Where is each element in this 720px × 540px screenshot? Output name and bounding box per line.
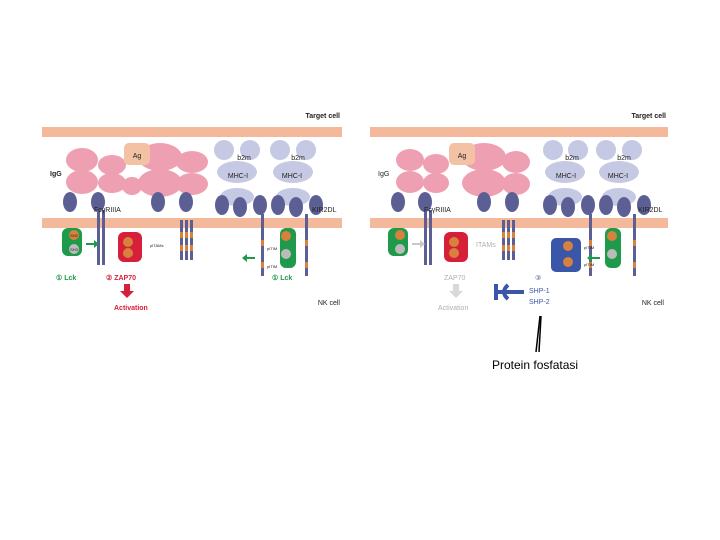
- pitim-label-2: pITIM: [267, 264, 277, 269]
- b2m-label-1: b2m: [237, 155, 251, 162]
- lck-kinase-kir: [280, 228, 296, 268]
- arrow-left-icon: [242, 254, 255, 262]
- sh3-label: SH3: [70, 247, 79, 252]
- pitim-label-2-right: pITIM: [584, 262, 594, 267]
- arrow-left-icon-right: [587, 254, 600, 262]
- arrow-right-icon: [86, 240, 99, 248]
- pitim-label-1-right: pITIM: [584, 245, 594, 250]
- arrow-down-icon-grey: [449, 284, 463, 298]
- igg-label-right: IgG: [378, 171, 389, 178]
- right-panel: Target cell NK cell Ag IgG b2m b2m: [370, 113, 668, 312]
- target-cell-membrane: [42, 127, 342, 137]
- mhc-label-2-right: MHC-I: [608, 173, 628, 180]
- target-cell-label-right: Target cell: [632, 113, 667, 120]
- step1b-label: ① Lck: [272, 274, 292, 282]
- zap70-kinase-right: [444, 232, 468, 262]
- step2-label: ② ZAP70: [106, 274, 136, 282]
- activation-label-right: Activation: [438, 305, 468, 312]
- lck-kinase-right: [388, 228, 408, 256]
- nk-cell-membrane-right: [370, 218, 668, 228]
- pitams-label: pITAMs: [150, 243, 163, 248]
- itam-segments: [180, 232, 308, 268]
- b2m-label-2: b2m: [291, 155, 305, 162]
- fc-receptor: [63, 192, 193, 265]
- igg-antigen-complex-right: [396, 143, 530, 197]
- caption-protein-fosfatasi: Protein fosfatasi: [492, 358, 578, 372]
- shp1-label: SHP-1: [529, 288, 550, 295]
- kir-label: KIR2DL: [312, 207, 337, 214]
- step3-label: ③: [535, 274, 541, 282]
- inhibition-curve: [502, 283, 510, 301]
- kir-label-right: KIR2DL: [638, 207, 663, 214]
- lck-kinase: SH2 SH3: [62, 228, 82, 256]
- nk-cell-label-right: NK cell: [642, 300, 665, 307]
- lck-kinase-kir-right: [605, 228, 621, 268]
- ag-label: Ag: [133, 153, 142, 160]
- fc-receptor-right: [391, 192, 519, 265]
- arrow-right-icon-grey: [412, 240, 425, 248]
- igg-antigen-complex: [66, 143, 208, 197]
- shp-phosphatase-bound: [551, 238, 581, 272]
- mhc-label-1-right: MHC-I: [556, 173, 576, 180]
- nk-cell-label: NK cell: [318, 300, 341, 307]
- shp2-label: SHP-2: [529, 299, 550, 306]
- activation-label: Activation: [114, 305, 148, 312]
- annotation-pointer: [535, 315, 542, 353]
- zap70-label-right: ZAP70: [444, 275, 466, 282]
- mhc-label-1: MHC-I: [228, 173, 248, 180]
- igg-label: IgG: [50, 171, 62, 178]
- mhc-label-2: MHC-I: [282, 173, 302, 180]
- b2m-label-1-right: b2m: [565, 155, 579, 162]
- ag-label-right: Ag: [458, 153, 467, 160]
- fcr-label: FcγRIIIA: [94, 207, 121, 214]
- pitim-label-1: pITIM: [267, 246, 277, 251]
- b2m-label-2-right: b2m: [617, 155, 631, 162]
- inhibition-icon: [494, 284, 524, 300]
- fcr-label-right: FcγRIIIA: [424, 207, 451, 214]
- itams-label-right: ITAMs: [476, 242, 496, 249]
- arrow-down-icon: [120, 284, 134, 298]
- step1-label: ① Lck: [56, 274, 76, 282]
- zap70-kinase: [118, 232, 142, 262]
- target-cell-label: Target cell: [306, 113, 341, 120]
- itam-segments-right: [502, 232, 636, 268]
- sh2-label: SH2: [70, 233, 79, 238]
- left-panel: Target cell NK cell Ag IgG: [42, 113, 342, 312]
- target-cell-membrane-right: [370, 127, 668, 137]
